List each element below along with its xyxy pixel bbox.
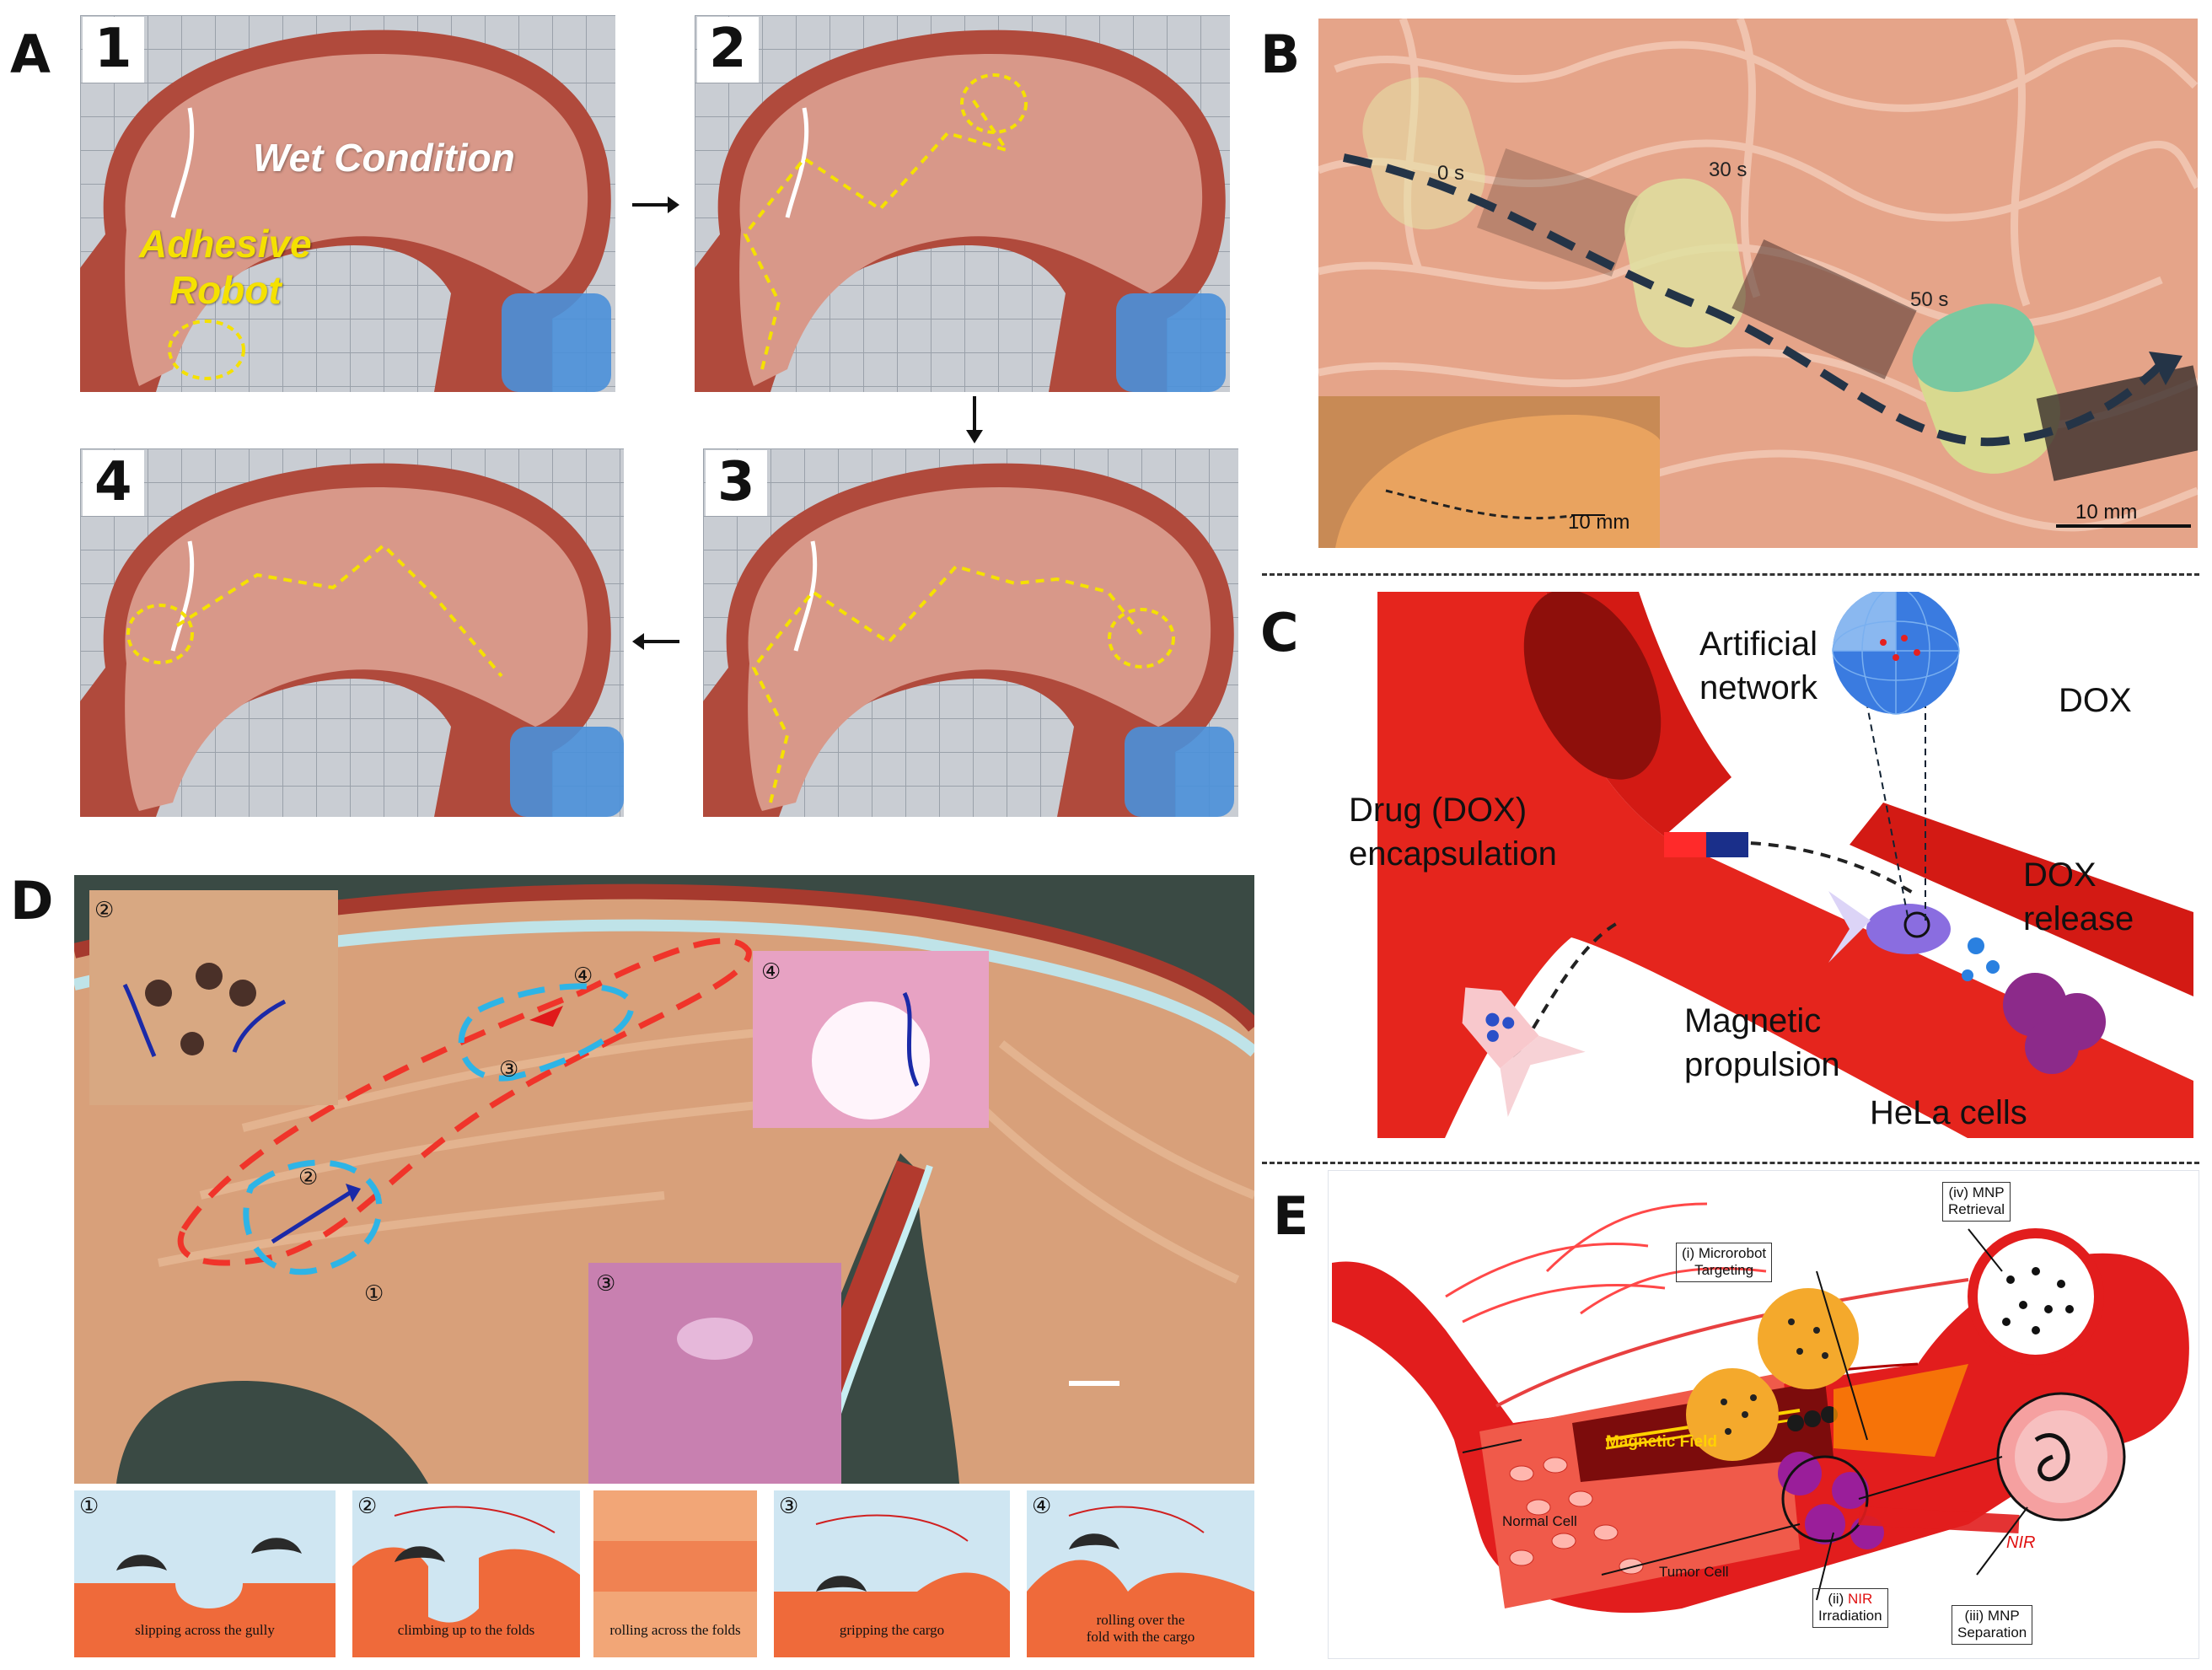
path-marker-2: ②	[298, 1165, 319, 1190]
caption-climbing: climbing up to the folds	[397, 1622, 535, 1638]
path-marker-3: ③	[499, 1057, 519, 1082]
normal-cell-label: Normal Cell	[1502, 1513, 1577, 1529]
panel-a-step-4: 4	[83, 450, 144, 516]
panel-c-label: C	[1260, 602, 1299, 663]
inset-4-number: ④	[761, 959, 781, 985]
arrow-1-to-2	[631, 192, 681, 217]
panel-e-illustration	[1327, 1169, 2200, 1660]
panel-a-label: A	[10, 24, 51, 85]
caption-gripping: gripping the cargo	[839, 1622, 945, 1638]
path-marker-1: ①	[364, 1281, 384, 1307]
panel-d-label: D	[10, 870, 54, 932]
robot-marker-circle	[168, 320, 245, 380]
time-30s: 30 s	[1709, 158, 1748, 181]
nir-word: NIR	[1847, 1591, 1873, 1607]
strip-num-1: ①	[79, 1494, 99, 1519]
mnp-retrieval-label: (iv) MNP Retrieval	[1942, 1182, 2011, 1222]
wet-condition-label: Wet Condition	[253, 136, 515, 180]
nir-beam-label: NIR	[2006, 1533, 2036, 1552]
panel-a-step-1: 1	[83, 17, 144, 83]
inset-3-number: ③	[596, 1271, 616, 1297]
irradiation-word: Irradiation	[1818, 1608, 1882, 1624]
caption-rolling-cargo: rolling over the fold with the cargo	[1086, 1612, 1195, 1645]
inset-scale-label: 10 mm	[1568, 511, 1630, 534]
microrobot-targeting-label: (i) Microrobot Targeting	[1676, 1243, 1773, 1282]
panel-a-photo-1	[80, 15, 615, 392]
panel-a-photo-2	[695, 15, 1230, 392]
panel-d-step-strip	[74, 1490, 1254, 1657]
strip-num-2: ②	[357, 1494, 378, 1519]
artificial-network-label: Artificial network	[1699, 626, 1818, 706]
panel-c-illustration	[1377, 587, 2193, 1138]
panel-b-label: B	[1260, 24, 1301, 85]
panel-a-photo-4	[80, 448, 624, 817]
main-scale-label: 10 mm	[2075, 501, 2138, 524]
panel-a-photo-3	[703, 448, 1238, 817]
panel-a-step-3: 3	[706, 450, 767, 516]
divider-c-e	[1262, 1162, 2199, 1164]
dox-release-label: DOX release	[2023, 856, 2134, 937]
caption-slipping: slipping across the gully	[135, 1622, 275, 1638]
adhesive-robot-label: Adhesive Robot	[139, 222, 312, 313]
nir-irradiation-label: (ii) NIR Irradiation	[1812, 1588, 1888, 1628]
arrow-2-to-3	[962, 395, 987, 445]
hela-cells-label: HeLa cells	[1870, 1094, 2027, 1131]
dox-label: DOX	[2059, 682, 2132, 719]
panel-d-photo	[74, 875, 1254, 1484]
magnetic-field-label: Magnetic Field	[1606, 1433, 1717, 1451]
panel-e-label: E	[1273, 1185, 1309, 1247]
time-50s: 50 s	[1910, 288, 1949, 311]
panel-b-photo	[1318, 19, 2198, 548]
path-marker-4: ④	[573, 964, 593, 989]
strip-num-3: ③	[779, 1494, 799, 1519]
drug-encapsulation-label: Drug (DOX) encapsulation	[1349, 792, 1557, 873]
mnp-separation-label: (iii) MNP Separation	[1952, 1605, 2033, 1645]
divider-b-c	[1262, 573, 2199, 576]
tumor-cell-label: Tumor Cell	[1659, 1564, 1729, 1580]
time-0s: 0 s	[1437, 162, 1465, 185]
magnetic-propulsion-label: Magnetic propulsion	[1684, 1002, 1840, 1083]
strip-num-4: ④	[1032, 1494, 1052, 1519]
inset-2-number: ②	[94, 898, 115, 923]
panel-a-step-2: 2	[697, 17, 759, 83]
arrow-3-to-4	[631, 629, 681, 654]
nir-irradiation-number: (ii)	[1828, 1591, 1848, 1607]
caption-rolling: rolling across the folds	[609, 1622, 741, 1638]
